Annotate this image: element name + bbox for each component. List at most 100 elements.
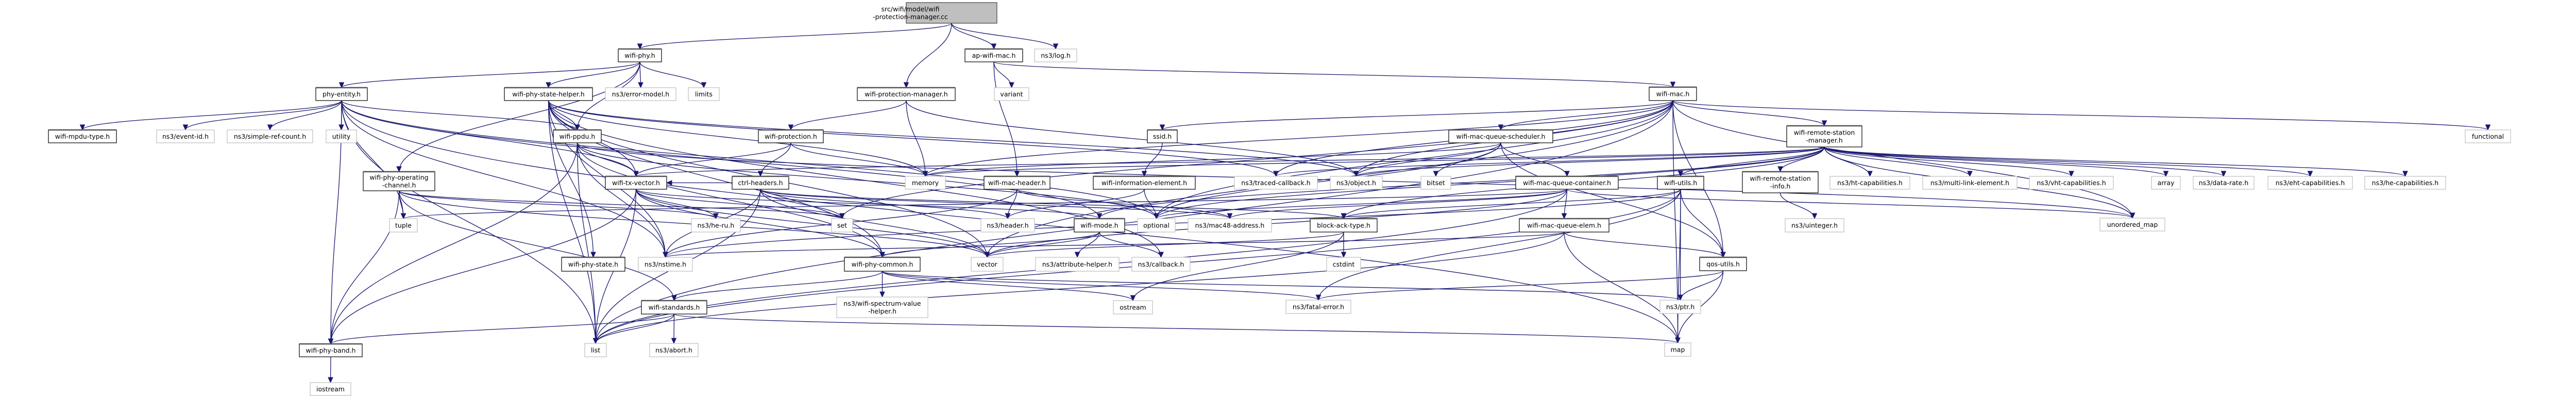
arrowhead-ap-wifi-mac-to-variant: [1009, 82, 1014, 89]
edge-root-to-log: [951, 23, 1056, 50]
node-list: list: [584, 343, 607, 357]
node-wifi-phy[interactable]: wifi-phy.h: [618, 48, 662, 62]
edge-phy-entity-to-wifi-ppdu: [341, 100, 578, 130]
node-wifi-protection-manager[interactable]: wifi-protection-manager.h: [857, 87, 956, 101]
node-label: ns3/fatal-error.h: [1293, 303, 1344, 311]
node-label: ns3/callback.h: [1138, 260, 1184, 268]
arrowhead-wifi-phy-state-helper-to-wifi-phy-state: [590, 252, 596, 258]
node-box: [1326, 257, 1361, 272]
node-functional: functional: [2465, 129, 2511, 143]
node-wifi-protection[interactable]: wifi-protection.h: [758, 129, 824, 143]
node-phy-entity[interactable]: phy-entity.h: [315, 87, 368, 101]
node-qos-utils[interactable]: qos-utils.h: [1699, 256, 1747, 271]
edge-wifi-phy-state-helper-to-list: [548, 100, 596, 344]
node-wifi-phy-band[interactable]: wifi-phy-band.h: [299, 343, 363, 357]
node-wifi-phy-common[interactable]: wifi-phy-common.h: [844, 256, 921, 272]
arrowhead-root-to-wifi-protection-manager: [903, 82, 909, 89]
node-ap-wifi-mac[interactable]: ap-wifi-mac.h: [964, 48, 1023, 62]
node-wifi-mac-queue-container[interactable]: wifi-mac-queue-container.h: [1515, 175, 1619, 190]
edge-wifi-phy-state-helper-to-traced-callback: [548, 100, 1277, 177]
node-wifi-mac-header[interactable]: wifi-mac-header.h: [984, 175, 1050, 190]
node-label: wifi-mac-header.h: [988, 179, 1046, 187]
arrowhead-wifi-information-element-to-header: [1005, 213, 1011, 220]
node-box: [836, 296, 928, 318]
node-box: [389, 218, 418, 233]
node-label: ns3/event-id.h: [162, 133, 209, 140]
node-wifi-phy-state[interactable]: wifi-phy-state.h: [561, 256, 625, 272]
edge-wifi-remote-station-manager-to-multi-link-element: [1824, 146, 1971, 177]
arrowhead-wifi-remote-station-manager-to-memory: [922, 171, 928, 177]
edge-wifi-phy-common-to-fatal-error: [882, 271, 1319, 301]
edge-block-ack-type-to-vector: [987, 232, 1344, 258]
node-wifi-remote-station-manager[interactable]: wifi-remote-station-manager.h: [1786, 125, 1862, 147]
node-label: wifi-protection-manager.h: [865, 90, 947, 98]
node-ssid[interactable]: ssid.h: [1147, 129, 1178, 143]
node-box: [691, 218, 741, 233]
node-wifi-remote-station-info[interactable]: wifi-remote-station-info.h: [1742, 171, 1819, 193]
edge-ctrl-headers-to-block-ack-type: [760, 189, 1344, 219]
node-wifi-mode[interactable]: wifi-mode.h: [1074, 218, 1125, 233]
node-label: optional: [1143, 222, 1170, 229]
arrowhead-root-to-ap-wifi-mac: [991, 43, 997, 50]
node-wifi-ppdu[interactable]: wifi-ppdu.h: [553, 129, 602, 143]
edge-wifi-protection-to-memory: [790, 142, 926, 177]
edge-ctrl-headers-to-set: [760, 189, 843, 219]
node-box: [504, 87, 593, 101]
arrowhead-wifi-remote-station-manager-to-wifi-utils: [1677, 171, 1684, 177]
node-ctrl-headers[interactable]: ctrl-headers.h: [732, 175, 789, 190]
arrowhead-wifi-mac-to-ssid: [1159, 124, 1165, 131]
node-box: [649, 343, 699, 357]
node-label: wifi-information-element.h: [1101, 179, 1187, 187]
node-wifi-mac[interactable]: wifi-mac.h: [1649, 86, 1697, 101]
node-wifi-utils[interactable]: wifi-utils.h: [1657, 175, 1704, 190]
edge-wifi-mac-queue-scheduler-to-wifi-mac-queue-container: [1500, 142, 1568, 177]
node-wifi-standards[interactable]: wifi-standards.h: [641, 300, 707, 315]
node-box: [831, 218, 853, 233]
node-wifi-mac-queue-scheduler[interactable]: wifi-mac-queue-scheduler.h: [1448, 129, 1553, 143]
node-header: ns3/header.h: [980, 218, 1035, 233]
node-label: wifi-mac-queue-elem.h: [1527, 222, 1601, 229]
edge-wifi-mac-to-memory: [925, 100, 1673, 177]
arrowhead-wifi-utils-to-qos-utils: [1720, 252, 1726, 258]
node-box: [1742, 171, 1819, 193]
node-label: wifi-phy-common.h: [852, 260, 913, 268]
node-data-rate: ns3/data-rate.h: [2193, 176, 2255, 190]
node-box: [984, 176, 1050, 190]
node-wifi-phy-state-helper[interactable]: wifi-phy-state-helper.h: [504, 87, 593, 101]
node-wifi-information-element[interactable]: wifi-information-element.h: [1093, 175, 1196, 190]
arrowhead-wifi-mac-queue-container-to-vector: [984, 252, 990, 258]
edge-wifi-remote-station-manager-to-memory: [925, 146, 1825, 177]
arrowhead-wifi-phy-common-to-wifi-spectrum-value-helper: [879, 291, 885, 298]
edge-wifi-standards-to-wifi-phy-band: [330, 314, 675, 344]
node-box: [1137, 218, 1176, 233]
nodes-layer: src/wifi/model/wifi-protection-manager.c…: [48, 2, 2511, 396]
node-box: [1035, 257, 1120, 272]
node-box: [2029, 176, 2114, 190]
node-box: [688, 87, 720, 101]
edge-wifi-mac-queue-scheduler-to-object: [1355, 142, 1501, 177]
edge-wifi-ppdu-to-wifi-phy-band: [330, 142, 578, 344]
edge-wifi-mode-to-wifi-phy-common: [882, 232, 1100, 258]
edge-wifi-tx-vector-to-vector: [635, 189, 988, 258]
node-wifi-mpdu-type[interactable]: wifi-mpdu-type.h: [48, 129, 117, 143]
node-wifi-mac-queue-elem[interactable]: wifi-mac-queue-elem.h: [1519, 218, 1609, 233]
arrowhead-phy-entity-to-wifi-mpdu-type: [79, 124, 86, 131]
node-box: [1515, 176, 1619, 190]
node-box: [2267, 176, 2353, 190]
node-wifi-tx-vector[interactable]: wifi-tx-vector.h: [605, 175, 667, 190]
node-root[interactable]: src/wifi/model/wifi-protection-manager.c…: [873, 2, 997, 24]
node-label: ns3/log.h: [1041, 52, 1071, 59]
edge-wifi-remote-station-manager-to-wifi-tx-vector: [635, 146, 1825, 177]
node-wifi-phy-operating-channel[interactable]: wifi-phy-operating-channel.h: [363, 171, 435, 191]
node-label: iostream: [316, 385, 345, 393]
node-block-ack-type[interactable]: block-ack-type.h: [1310, 218, 1378, 233]
edge-wifi-phy-common-to-ptr: [882, 271, 1681, 301]
arrowhead-wifi-phy-to-error-model: [638, 82, 643, 89]
node-label: wifi-mode.h: [1080, 222, 1118, 229]
arrowhead-phy-entity-to-event-id: [182, 124, 189, 131]
node-optional: optional: [1137, 218, 1176, 233]
node-label: -manager.h: [1806, 137, 1842, 144]
node-label: ns3/nstime.h: [645, 260, 686, 268]
node-label: ns3/vht-capabilities.h: [2037, 179, 2106, 187]
arrowhead-wifi-remote-station-manager-to-he-capabilities: [2402, 171, 2408, 177]
